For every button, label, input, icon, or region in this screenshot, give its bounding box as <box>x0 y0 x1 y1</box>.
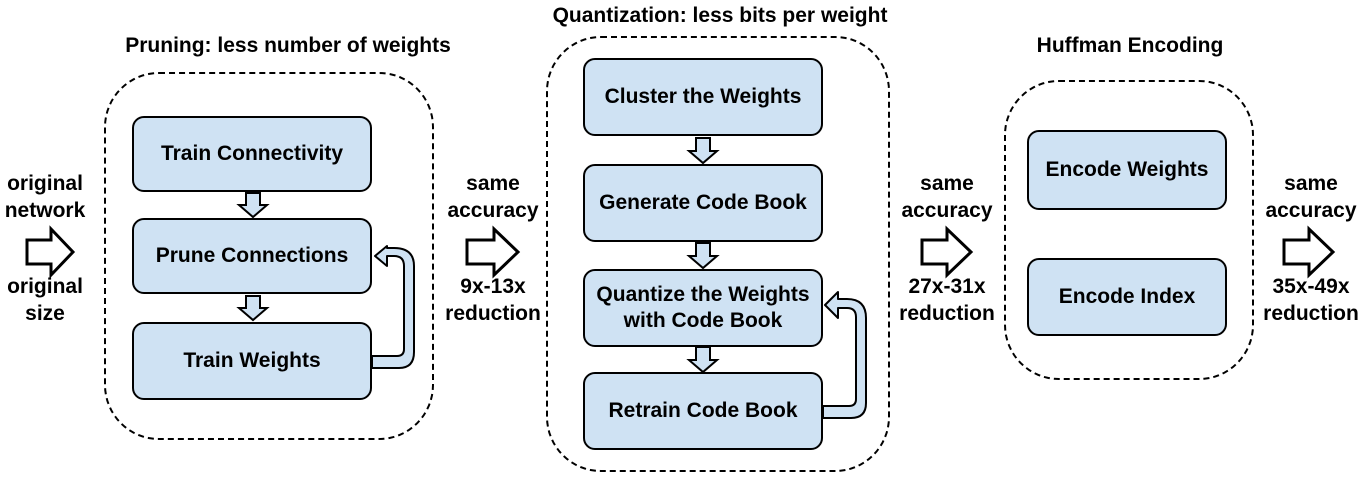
quantization-accuracy-label: same accuracy <box>901 172 993 222</box>
huffman-accuracy-label: same accuracy <box>1265 172 1357 222</box>
prune-connections-box: Prune Connections <box>132 218 372 294</box>
encode-index-box: Encode Index <box>1027 258 1227 336</box>
generate-code-book-box: Generate Code Book <box>583 164 823 242</box>
huffman-stage-group <box>1004 80 1254 380</box>
huffman-output-arrow-icon <box>1282 225 1336 279</box>
quantization-output-arrow-icon <box>920 225 974 279</box>
quantization-stage-title: Quantization: less bits per weight <box>552 4 888 27</box>
quantize-weights-box: Quantize the Weights with Code Book <box>583 269 823 347</box>
input-network-label: original network <box>4 172 86 222</box>
quantization-reduction-label: 27x-31x reduction <box>899 275 995 325</box>
pruning-reduction-label: 9x-13x reduction <box>445 275 541 325</box>
train-connectivity-box: Train Connectivity <box>132 116 372 192</box>
input-size-label: original size <box>7 275 83 325</box>
input-arrow-icon <box>25 225 76 279</box>
huffman-reduction-label: 35x-49x reduction <box>1263 275 1359 325</box>
retrain-code-book-box: Retrain Code Book <box>583 372 823 450</box>
pruning-stage-title: Pruning: less number of weights <box>125 34 451 57</box>
pruning-accuracy-label: same accuracy <box>447 172 539 222</box>
pruning-output-arrow-icon <box>465 225 521 279</box>
quantization-stage-group <box>546 36 890 472</box>
pruning-stage-group <box>104 72 434 440</box>
huffman-stage-title: Huffman Encoding <box>1036 34 1224 57</box>
cluster-weights-box: Cluster the Weights <box>583 58 823 136</box>
encode-weights-box: Encode Weights <box>1027 130 1227 210</box>
train-weights-box: Train Weights <box>132 322 372 400</box>
